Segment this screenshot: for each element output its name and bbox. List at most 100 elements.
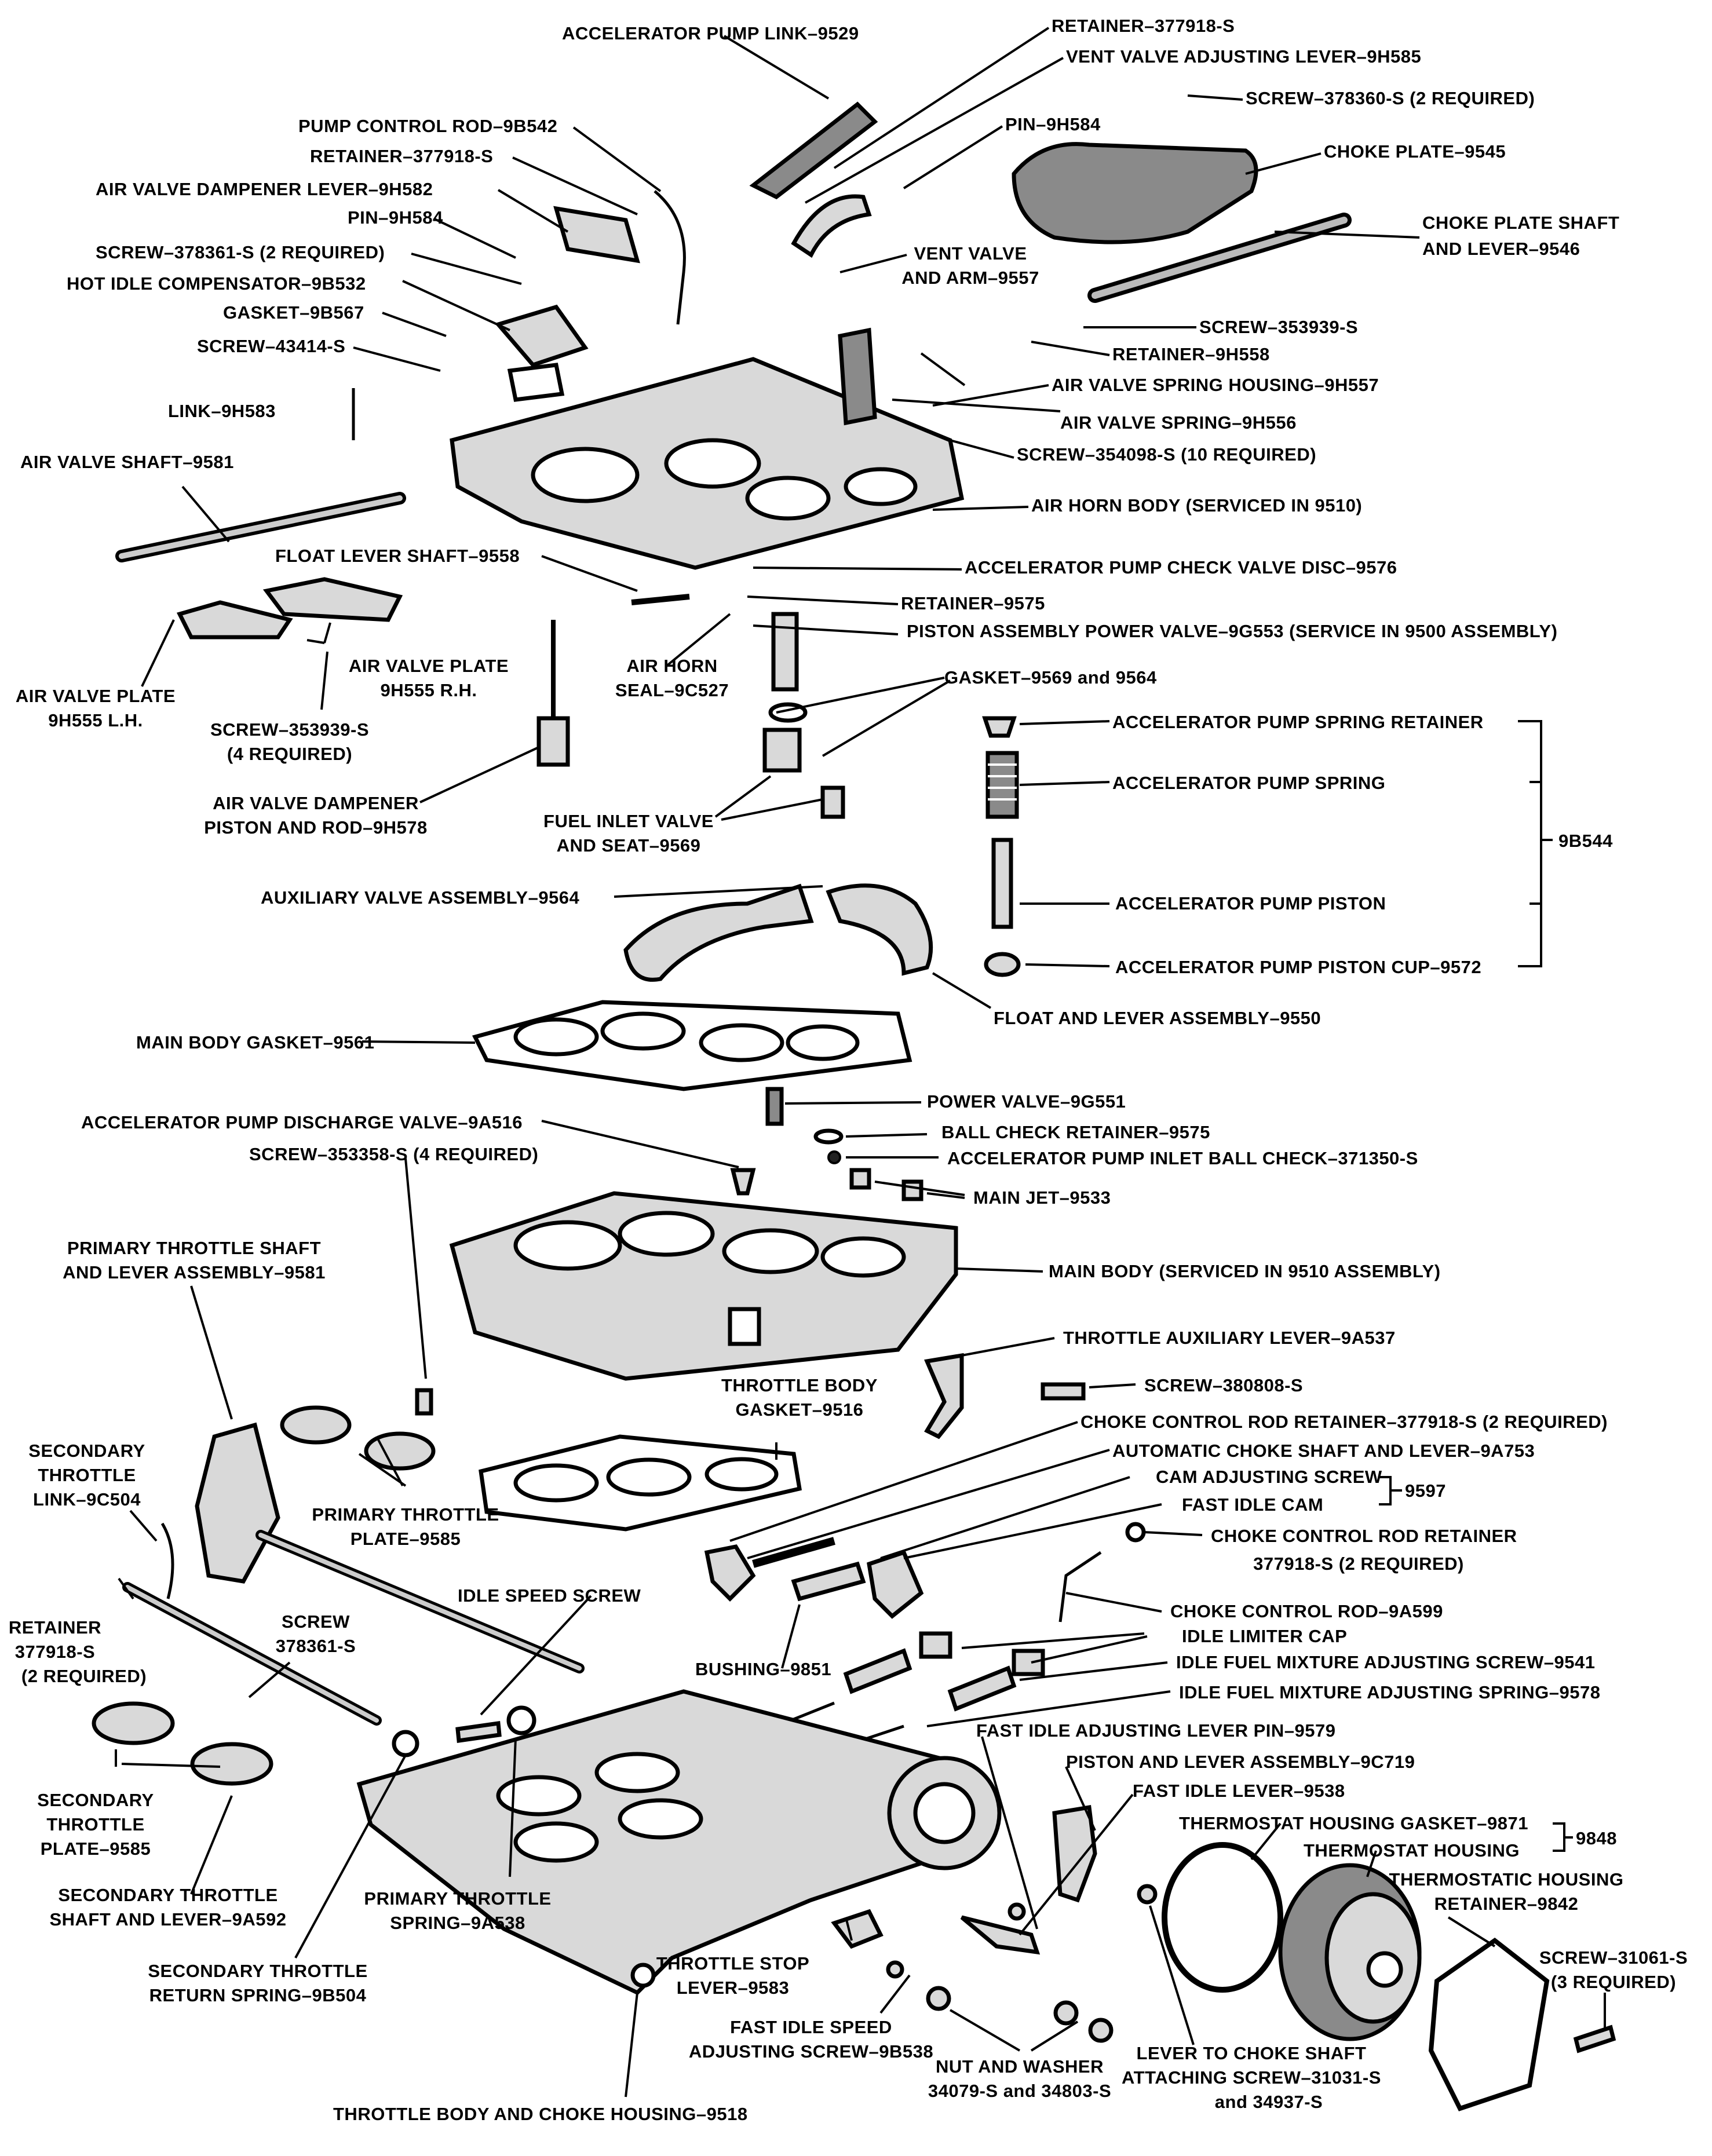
label-idle-fuel-mixture-screw: IDLE FUEL MIXTURE ADJUSTING SCREW–9541 [1176,1652,1596,1672]
label-secondary-throttle-plate-2: THROTTLE [46,1814,144,1835]
label-throttle-auxiliary-lever: THROTTLE AUXILIARY LEVER–9A537 [1063,1328,1396,1348]
label-accel-pump-spring: ACCELERATOR PUMP SPRING [1112,773,1385,793]
label-main-body-gasket: MAIN BODY GASKET–9561 [136,1032,374,1053]
accel-pump-spring-part [985,751,1019,819]
label-bushing: BUSHING–9851 [695,1659,831,1679]
hot-idle-compensator-part [494,304,589,368]
choke-plate-part [1012,142,1258,244]
label-vent-valve-adjusting-lever: VENT VALVE ADJUSTING LEVER–9H585 [1066,46,1421,67]
discharge-valve-part [730,1168,756,1196]
label-choke-plate-shaft-2: AND LEVER–9546 [1422,239,1580,259]
label-screw-378361-1: SCREW [282,1611,350,1632]
label-air-valve-plate-rh-2: 9H555 R.H. [381,680,477,700]
label-choke-control-rod-retainer-top: CHOKE CONTROL ROD RETAINER–377918-S (2 R… [1081,1412,1608,1432]
label-screw-378360: SCREW–378360-S (2 REQUIRED) [1246,88,1535,108]
throttle-body-gasket-part [479,1434,802,1532]
main-jet-part-2 [901,1179,923,1201]
throttle-body-choke-housing-part [356,1689,1002,1996]
label-fast-idle-cam: FAST IDLE CAM [1182,1494,1323,1515]
label-accelerator-pump-link: ACCELERATOR PUMP LINK–9529 [562,23,859,43]
screw-353358-part [415,1388,433,1416]
label-fast-idle-lever: FAST IDLE LEVER–9538 [1133,1781,1345,1801]
label-secondary-throttle-link-3: LINK–9C504 [33,1489,141,1510]
label-gasket-9b567: GASKET–9B567 [223,302,364,323]
label-fuel-inlet-valve-1: FUEL INLET VALVE [543,811,714,831]
primary-throttle-plate-part-2 [364,1431,436,1471]
air-valve-plate-rh-part [262,577,403,622]
label-choke-control-rod-retainer-2: 377918-S (2 REQUIRED) [1253,1554,1464,1574]
label-thermostat-housing: THERMOSTAT HOUSING [1304,1840,1520,1861]
label-thermostatic-housing-retainer-2: RETAINER–9842 [1434,1894,1579,1914]
label-retainer-top: RETAINER–377918-S [1052,16,1235,36]
fuel-inlet-valve-part [762,728,802,773]
label-screw-43414: SCREW–43414-S [197,336,345,356]
label-idle-limiter-cap: IDLE LIMITER CAP [1182,1626,1347,1646]
label-screw-31061-2: (3 REQUIRED) [1551,1972,1676,1992]
label-screw-31061-1: SCREW–31061-S [1539,1947,1688,1968]
idle-limiter-cap-part-2 [1012,1649,1045,1676]
label-primary-throttle-plate-2: PLATE–9585 [351,1529,461,1549]
thermostat-housing-gasket-part [1162,1842,1283,1993]
label-group-9848: 9848 [1576,1828,1617,1848]
piston-and-lever-part [1052,1804,1097,1903]
label-idle-fuel-mixture-spring: IDLE FUEL MIXTURE ADJUSTING SPRING–9578 [1179,1682,1600,1702]
label-secondary-throttle-link-2: THROTTLE [38,1465,136,1485]
label-retainer-9h558: RETAINER–9H558 [1112,344,1270,364]
main-jet-part-1 [849,1168,871,1190]
label-retainer-left-1: RETAINER [9,1617,101,1638]
parts-illustration [92,101,1616,2111]
label-secondary-throttle-plate-3: PLATE–9585 [41,1839,151,1859]
label-choke-plate-shaft-1: CHOKE PLATE SHAFT [1422,213,1619,233]
accel-pump-spring-retainer-part [982,716,1017,738]
idle-mixture-screw-part-2 [947,1665,1017,1712]
label-air-valve-plate-rh-1: AIR VALVE PLATE [349,656,509,676]
primary-throttle-shaft-lever-part [195,1422,280,1584]
label-auxiliary-valve-assembly: AUXILIARY VALVE ASSEMBLY–9564 [261,887,580,908]
leader-lines [115,27,1606,2097]
label-fast-idle-speed-screw-2: ADJUSTING SCREW–9B538 [689,2041,933,2062]
label-primary-throttle-spring-1: PRIMARY THROTTLE [364,1888,551,1909]
label-secondary-throttle-return-spring-2: RETURN SPRING–9B504 [149,1985,367,2005]
bushing-part [791,1561,866,1602]
float-lever-shaft-part [631,594,690,605]
label-retainer-left: RETAINER–377918-S [310,146,493,166]
label-pin-top: PIN–9H584 [1005,114,1101,134]
fast-idle-speed-screw-part [886,1960,904,1979]
label-choke-plate: CHOKE PLATE–9545 [1324,141,1506,162]
pump-control-rod-part [654,190,686,325]
label-secondary-throttle-shaft-2: SHAFT AND LEVER–9A592 [49,1909,286,1930]
label-piston-assembly-power-valve: PISTON ASSEMBLY POWER VALVE–9G553 (SERVI… [907,621,1557,641]
label-throttle-stop-lever-2: LEVER–9583 [677,1978,790,1998]
label-retainer-left-2: 377918-S [15,1642,95,1662]
label-air-horn-body: AIR HORN BODY (SERVICED IN 9510) [1031,495,1362,516]
label-screw-353939-top: SCREW–353939-S [1199,317,1358,337]
label-cam-adjusting-screw: CAM ADJUSTING SCREW [1156,1467,1382,1487]
label-throttle-body-gasket-2: GASKET–9516 [736,1399,864,1420]
label-screw-378361-2: 378361-S [276,1636,356,1656]
label-secondary-throttle-shaft-1: SECONDARY THROTTLE [58,1885,278,1905]
label-fast-idle-speed-screw-1: FAST IDLE SPEED [730,2017,892,2037]
label-vent-valve-1: VENT VALVE [914,243,1027,264]
label-piston-and-lever: PISTON AND LEVER ASSEMBLY–9C719 [1066,1752,1415,1772]
fast-idle-cam-part [867,1550,924,1619]
label-primary-throttle-spring-2: SPRING–9A538 [390,1913,525,1933]
label-retainer-9575: RETAINER–9575 [901,593,1045,613]
label-air-valve-spring: AIR VALVE SPRING–9H556 [1060,412,1297,433]
label-group-9597: 9597 [1405,1481,1446,1501]
idle-limiter-cap-part-1 [919,1631,952,1659]
vent-valve-adjusting-lever-part [791,194,872,258]
label-fast-idle-adjusting-lever-pin: FAST IDLE ADJUSTING LEVER PIN–9579 [976,1720,1336,1741]
idle-mixture-screw-part-1 [843,1648,912,1694]
air-valve-plate-lh-part [176,600,293,640]
secondary-return-spring-part [392,1730,419,1757]
nut-and-washer-part-2 [1053,2000,1079,2026]
thermostat-housing-part [1278,1863,1422,2041]
label-main-jet: MAIN JET–9533 [973,1187,1111,1208]
screw-380808-part [1041,1382,1086,1401]
air-valve-dampener-piston-part [536,716,570,767]
label-fuel-inlet-valve-2: AND SEAT–9569 [557,835,701,856]
fast-idle-lever-part [960,1915,1041,1955]
label-throttle-body-choke-housing: THROTTLE BODY AND CHOKE HOUSING–9518 [333,2104,748,2124]
label-screw-354098: SCREW–354098-S (10 REQUIRED) [1017,444,1316,465]
